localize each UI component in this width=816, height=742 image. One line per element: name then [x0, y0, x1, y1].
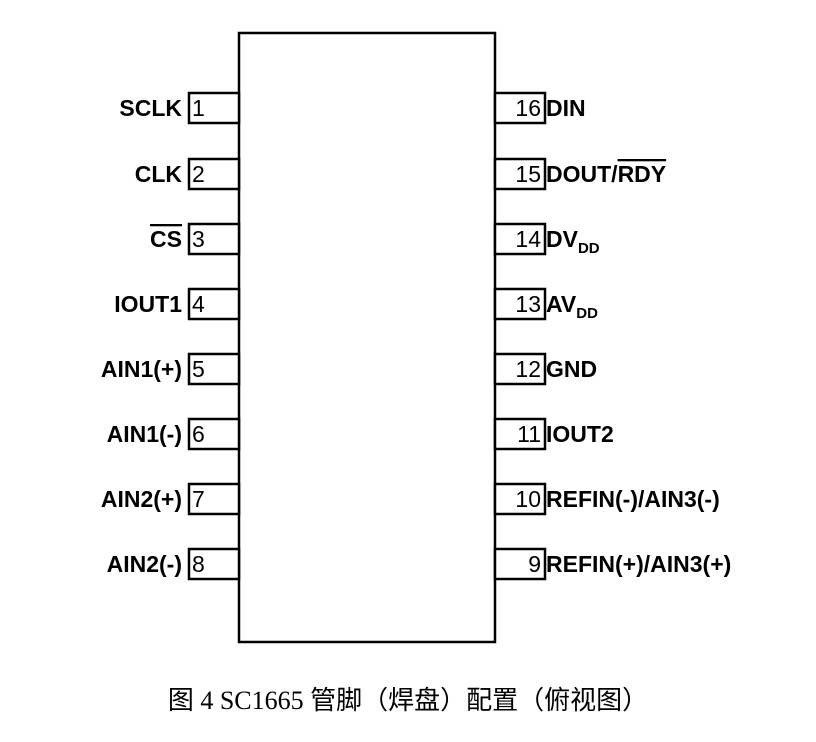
pin-number: 15 — [515, 161, 541, 187]
left-pin-7: 7 AIN2(+) — [101, 482, 241, 516]
pin-box — [187, 352, 241, 386]
pin-number: 16 — [515, 95, 541, 121]
pin-number: 8 — [192, 551, 205, 577]
pin-box — [493, 547, 547, 581]
pin-box — [187, 157, 241, 191]
pin-number: 10 — [515, 486, 541, 512]
chip-body — [237, 31, 497, 644]
pin-box — [493, 352, 547, 386]
pin-label: GND — [546, 356, 597, 382]
pin-number: 6 — [192, 421, 205, 447]
left-pin-6: 6 AIN1(-) — [107, 417, 241, 451]
pin-box — [187, 547, 241, 581]
pin-box — [187, 482, 241, 516]
pin-label: DVDD — [546, 226, 600, 257]
pin-label: AIN1(+) — [101, 356, 182, 382]
left-pin-3: 3 CS — [150, 222, 241, 256]
pin-box — [493, 482, 547, 516]
left-pin-8: 8 AIN2(-) — [107, 547, 241, 581]
pin-label: DIN — [546, 95, 586, 121]
pin-label: AVDD — [546, 291, 598, 322]
pin-number: 3 — [192, 226, 205, 252]
pin-number: 14 — [515, 226, 541, 252]
pin-number: 12 — [515, 356, 541, 382]
pin-number: 7 — [192, 486, 205, 512]
pin-label: REFIN(+)/AIN3(+) — [546, 551, 731, 577]
figure-caption: 图 4 SC1665 管脚（焊盘）配置（俯视图） — [167, 686, 649, 715]
pin-label-subscript: DD — [576, 305, 598, 322]
pin-box — [187, 91, 241, 125]
pin-label-subscript: DD — [578, 240, 600, 257]
pin-box — [187, 417, 241, 451]
pin-label: CS — [150, 226, 182, 252]
pin-box — [493, 157, 547, 191]
pin-label: REFIN(-)/AIN3(-) — [546, 486, 720, 512]
pin-box — [493, 287, 547, 321]
pin-number: 13 — [515, 291, 541, 317]
left-pin-1: 1 SCLK — [119, 91, 241, 125]
pin-box — [493, 417, 547, 451]
pin-label: AIN1(-) — [107, 421, 182, 447]
pin-label: AIN2(+) — [101, 486, 182, 512]
pinout-diagram: 1SCLK2CLK3CS4IOUT15AIN1(+)6AIN1(-)7AIN2(… — [101, 31, 731, 644]
pin-label: IOUT1 — [114, 291, 182, 317]
pin-label: AIN2(-) — [107, 551, 182, 577]
pin-box — [493, 91, 547, 125]
pin-number: 1 — [192, 95, 205, 121]
pin-label-overline: RDY — [618, 161, 667, 187]
pin-box — [187, 222, 241, 256]
pin-label: CLK — [135, 161, 183, 187]
pin-label: DOUT/RDY — [546, 161, 666, 187]
pin-label: IOUT2 — [546, 421, 614, 447]
left-pin-4: 4 IOUT1 — [114, 287, 241, 321]
pin-number: 5 — [192, 356, 205, 382]
pin-label: SCLK — [119, 95, 182, 121]
pin-box — [187, 287, 241, 321]
left-pin-5: 5 AIN1(+) — [101, 352, 241, 386]
pin-number: 11 — [517, 421, 541, 447]
pin-number: 4 — [192, 291, 205, 317]
pin-number: 2 — [192, 161, 205, 187]
pin-box — [493, 222, 547, 256]
pin-number: 9 — [528, 551, 541, 577]
left-pin-2: 2 CLK — [135, 157, 241, 191]
